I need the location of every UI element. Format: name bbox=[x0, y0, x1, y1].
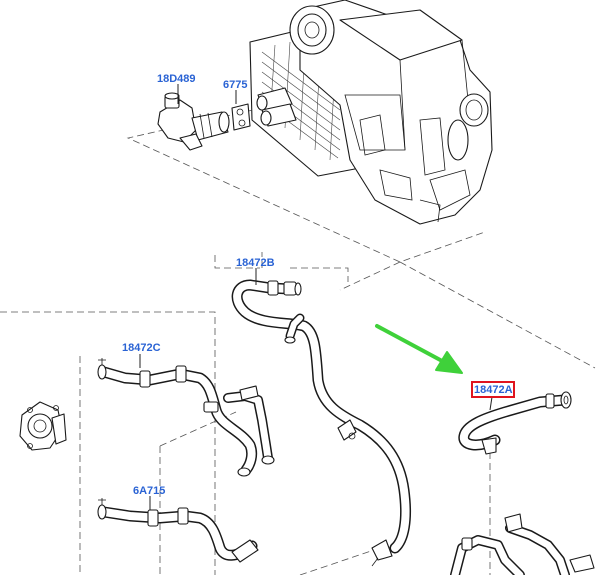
hose-6a715 bbox=[97, 498, 259, 563]
assembly-dashed-lines bbox=[0, 107, 596, 575]
label-6775[interactable]: 6775 bbox=[223, 79, 247, 91]
part-labels: 18D489 6775 18472B 18472C 18472A 6A715 bbox=[122, 73, 515, 497]
highlight-box bbox=[471, 381, 515, 398]
thermostat-housing bbox=[19, 401, 67, 451]
heater-core-housing bbox=[249, 0, 493, 225]
label-18472c[interactable]: 18472C bbox=[122, 342, 161, 354]
label-18472b[interactable]: 18472B bbox=[236, 257, 275, 269]
hose-18472b bbox=[231, 279, 412, 567]
hose-18472c bbox=[97, 358, 275, 477]
bottom-right-hoses bbox=[450, 513, 595, 575]
coolant-valve bbox=[157, 92, 230, 151]
leader-lines bbox=[139, 84, 493, 510]
label-6a715[interactable]: 6A715 bbox=[133, 485, 165, 497]
green-pointer-arrow-icon bbox=[375, 324, 463, 374]
hose-18472a bbox=[458, 391, 572, 455]
gasket bbox=[231, 103, 251, 131]
label-18d489[interactable]: 18D489 bbox=[157, 73, 196, 85]
label-18472a[interactable]: 18472A bbox=[474, 384, 513, 396]
